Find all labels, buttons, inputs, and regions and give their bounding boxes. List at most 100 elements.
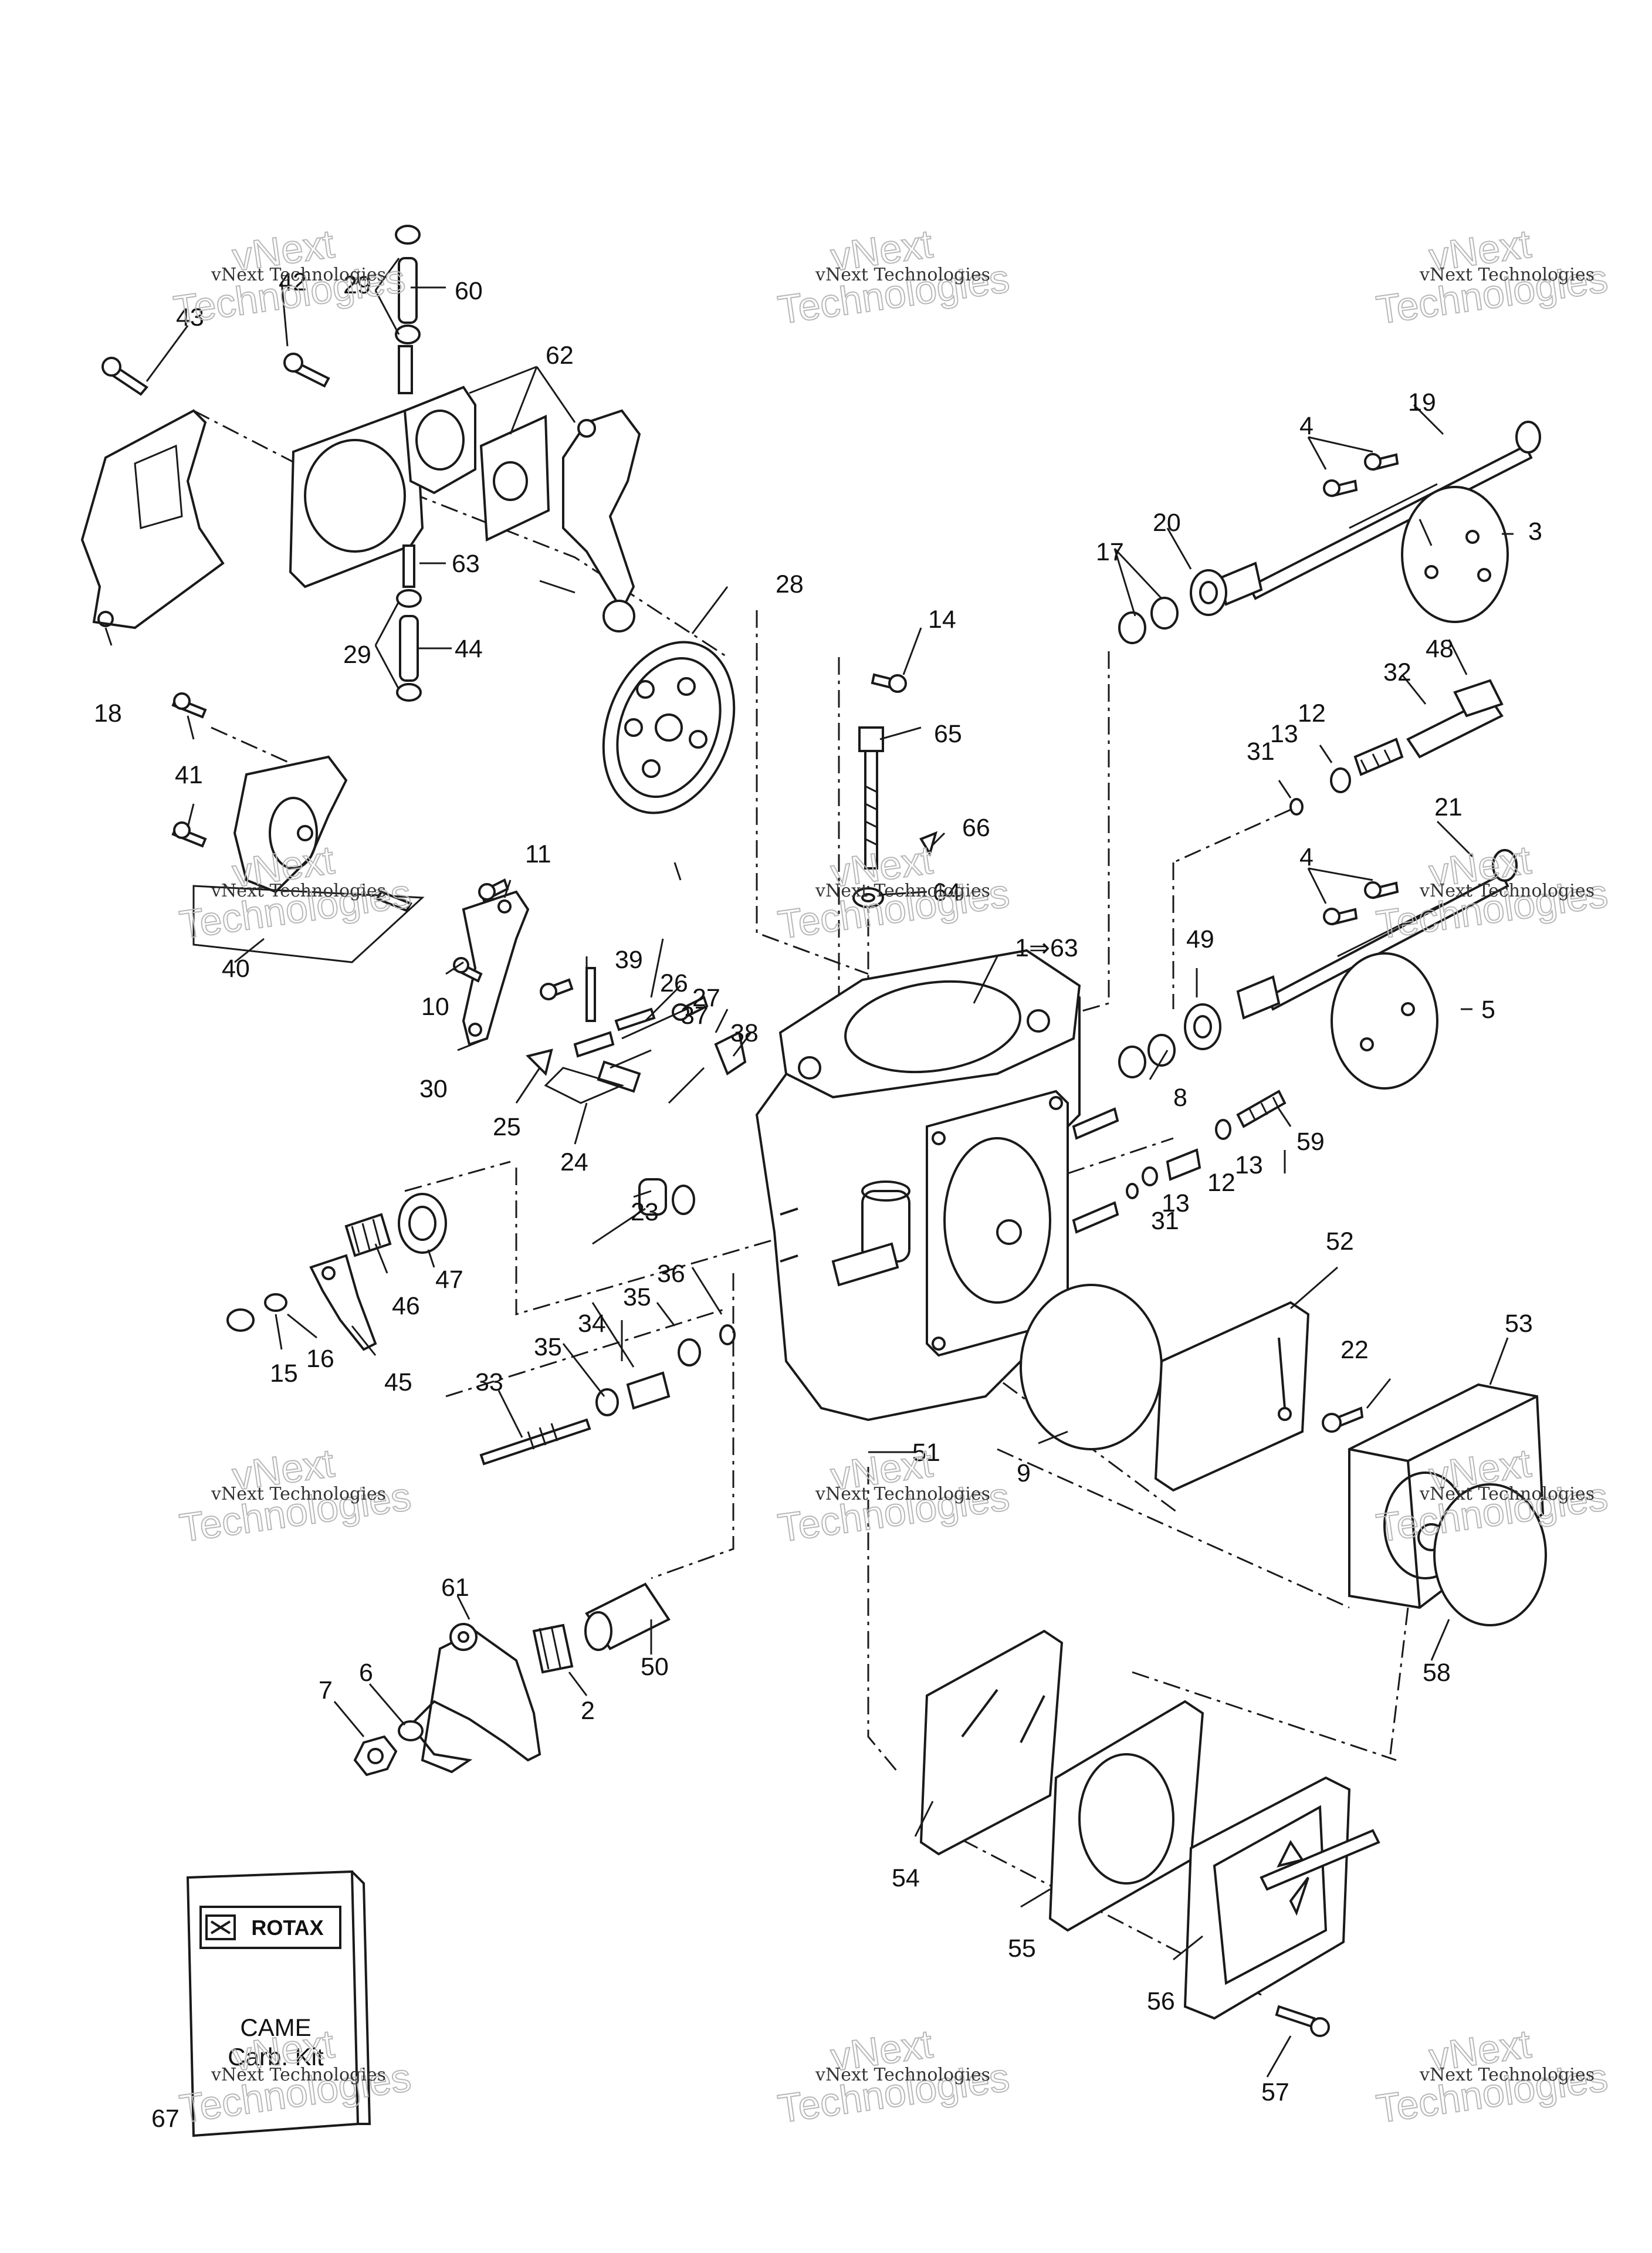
callout-11: 11 bbox=[525, 840, 551, 868]
callout-24: 24 bbox=[560, 1148, 588, 1176]
carb-kit-manual-67: ROTAX CAME Carb. Kit bbox=[186, 1870, 371, 2137]
screw-59-set bbox=[1126, 1090, 1287, 1199]
watermark-small-2: vNext Technologies bbox=[815, 265, 990, 285]
leader-lines bbox=[104, 258, 1514, 2078]
callout-27: 27 bbox=[692, 984, 720, 1012]
callout-15: 15 bbox=[270, 1359, 298, 1388]
watermark-small-8: vNext Technologies bbox=[815, 1484, 990, 1504]
screw-57 bbox=[1275, 2005, 1330, 2037]
plate-30 bbox=[462, 890, 530, 1046]
callout-19: 19 bbox=[1408, 388, 1436, 417]
watermark-small-7: vNext Technologies bbox=[211, 1484, 386, 1504]
cam-cover-40 bbox=[171, 692, 425, 963]
callout-61: 61 bbox=[441, 1574, 469, 1602]
watermark-small-3: vNext Technologies bbox=[1419, 265, 1595, 285]
callout-42: 42 bbox=[279, 268, 307, 296]
small-parts-center bbox=[453, 878, 747, 1216]
callout-13b: 13 bbox=[1235, 1151, 1263, 1179]
adjuster-32-48 bbox=[1289, 679, 1504, 816]
callout-56: 56 bbox=[1147, 1987, 1175, 2015]
callout-5: 5 bbox=[1481, 996, 1495, 1024]
callout-4b: 4 bbox=[1299, 843, 1314, 871]
callout-16: 16 bbox=[306, 1345, 334, 1373]
manual-line1: CAME bbox=[240, 2014, 311, 2041]
callout-4a: 4 bbox=[1299, 412, 1314, 440]
tube-50 bbox=[584, 1582, 671, 1651]
callout-31b: 31 bbox=[1151, 1207, 1179, 1235]
callout-25: 25 bbox=[493, 1113, 521, 1141]
watermark-small-10: vNext Technologies bbox=[211, 2065, 386, 2085]
callout-54: 54 bbox=[892, 1864, 920, 1892]
spring-2 bbox=[532, 1623, 574, 1674]
callout-30: 30 bbox=[419, 1075, 448, 1103]
pump-cover-53 bbox=[1322, 1383, 1545, 1609]
diaphragm-9 bbox=[1020, 1284, 1163, 1450]
callout-13c: 13 bbox=[1162, 1189, 1190, 1217]
callout-45: 45 bbox=[384, 1368, 412, 1396]
callout-1-63: 1⇒63 bbox=[1015, 934, 1078, 962]
butterfly-plate-3 bbox=[1401, 486, 1509, 623]
manual-brand: ROTAX bbox=[251, 1916, 323, 1940]
diaphragm-28 bbox=[602, 641, 736, 814]
watermark-small-5: vNext Technologies bbox=[815, 881, 990, 901]
callout-57: 57 bbox=[1261, 2078, 1289, 2106]
callout-12b: 12 bbox=[1207, 1169, 1235, 1197]
callout-26: 26 bbox=[660, 969, 688, 997]
watermark-small-11: vNext Technologies bbox=[815, 2065, 990, 2085]
callout-23: 23 bbox=[631, 1198, 659, 1226]
callout-10: 10 bbox=[421, 993, 449, 1021]
callout-14: 14 bbox=[928, 605, 956, 634]
lever-45-set bbox=[226, 1193, 447, 1351]
callout-53: 53 bbox=[1505, 1310, 1533, 1338]
callout-31a: 31 bbox=[1247, 738, 1275, 766]
butterfly-plate-5 bbox=[1331, 952, 1438, 1090]
callout-64: 64 bbox=[933, 878, 961, 906]
callout-21: 21 bbox=[1434, 793, 1463, 821]
watermark-small-6: vNext Technologies bbox=[1419, 881, 1595, 901]
gasket-55 bbox=[1048, 1700, 1204, 1932]
screw-42 bbox=[283, 353, 330, 388]
screws-14-65-66 bbox=[852, 673, 938, 908]
callout-33: 33 bbox=[475, 1368, 503, 1396]
callout-59: 59 bbox=[1296, 1128, 1325, 1156]
callout-65: 65 bbox=[934, 720, 962, 748]
watermark-small-9: vNext Technologies bbox=[1419, 1484, 1595, 1504]
callout-40: 40 bbox=[222, 955, 250, 983]
watermark-small-1: vNext Technologies bbox=[211, 265, 386, 285]
bracket-18 bbox=[80, 409, 225, 630]
callout-12a: 12 bbox=[1298, 699, 1326, 728]
callout-6: 6 bbox=[359, 1659, 373, 1687]
callout-9: 9 bbox=[1017, 1459, 1031, 1487]
callout-50: 50 bbox=[641, 1653, 669, 1681]
screw-43 bbox=[101, 357, 148, 396]
lever-61-assembly bbox=[409, 1623, 541, 1774]
callout-46: 46 bbox=[392, 1292, 420, 1320]
shaft-44 bbox=[396, 544, 422, 702]
pump-base-56 bbox=[1183, 1776, 1380, 2020]
callout-17: 17 bbox=[1096, 538, 1124, 566]
callout-63: 63 bbox=[452, 550, 480, 578]
callout-44: 44 bbox=[455, 635, 483, 663]
screws-4 bbox=[1323, 453, 1399, 926]
callout-8: 8 bbox=[1173, 1084, 1187, 1112]
callout-2: 2 bbox=[581, 1697, 595, 1725]
nut-7-washer-6 bbox=[353, 1720, 424, 1777]
callout-29b: 29 bbox=[343, 271, 371, 299]
callout-48: 48 bbox=[1426, 635, 1454, 663]
diaphragm-58 bbox=[1433, 1483, 1547, 1626]
callout-66: 66 bbox=[962, 814, 990, 842]
callout-37: 37 bbox=[681, 1002, 709, 1030]
callout-34: 34 bbox=[578, 1310, 606, 1338]
callout-35a: 35 bbox=[534, 1333, 562, 1361]
watermark-small-12: vNext Technologies bbox=[1419, 2065, 1595, 2085]
shaft-60 bbox=[395, 225, 421, 394]
callout-13a: 13 bbox=[1270, 720, 1298, 748]
shaft-21 bbox=[1236, 849, 1518, 1020]
gasket-54 bbox=[919, 1629, 1064, 1856]
callout-7: 7 bbox=[319, 1676, 333, 1704]
watermark-small-4: vNext Technologies bbox=[211, 881, 386, 901]
callout-41: 41 bbox=[175, 761, 203, 789]
throttle-shaft-19 bbox=[1218, 421, 1541, 606]
callout-62: 62 bbox=[546, 341, 574, 370]
callout-47: 47 bbox=[435, 1266, 463, 1294]
